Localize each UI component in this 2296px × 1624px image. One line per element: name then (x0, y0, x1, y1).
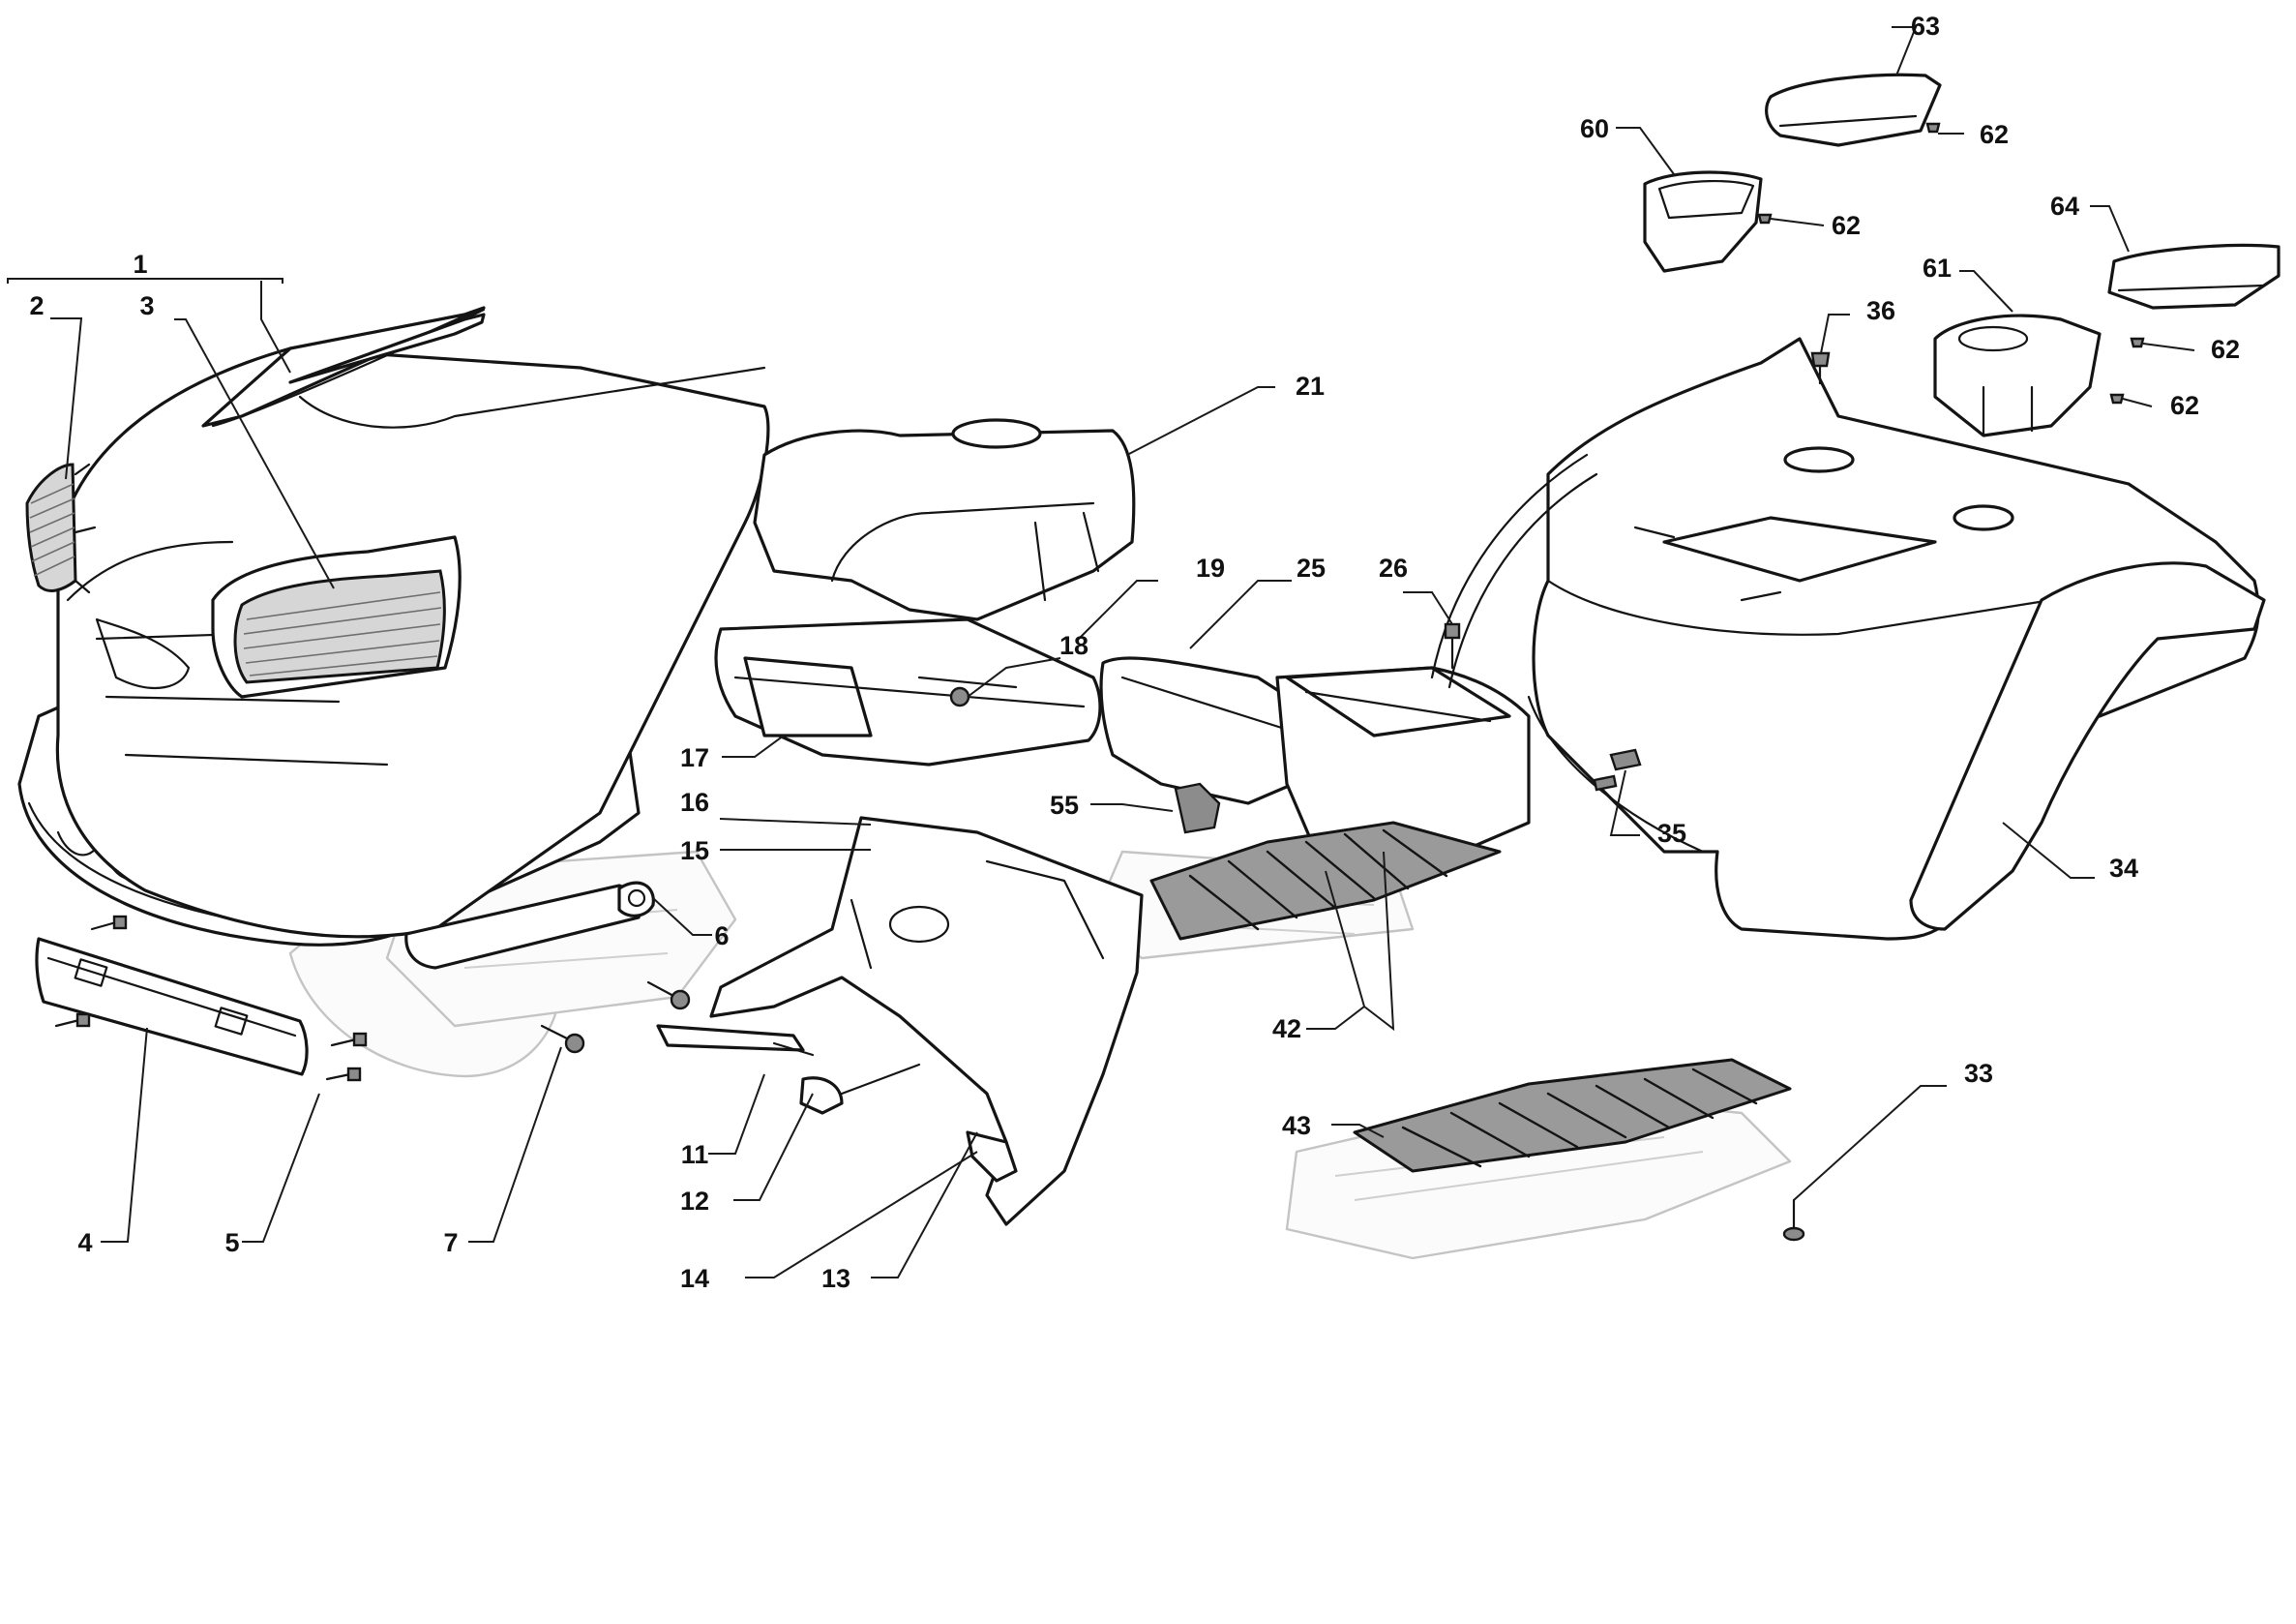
screws-62 (1757, 122, 2145, 405)
callout-21: 21 (1296, 372, 1325, 401)
floor-mat-rear (1353, 1058, 1792, 1173)
callout-62-right-upper: 62 (2211, 335, 2240, 364)
callout-42: 42 (1272, 1014, 1301, 1043)
callout-36: 36 (1866, 296, 1895, 325)
callout-17: 17 (680, 743, 709, 772)
rear-body-shell (1430, 337, 2266, 941)
callout-16: 16 (680, 788, 709, 817)
headlight-lens (233, 569, 446, 684)
front-grille (25, 463, 97, 594)
callout-6: 6 (714, 921, 729, 950)
callout-2: 2 (29, 291, 44, 320)
seat-support-pan (1099, 656, 1531, 883)
callout-60: 60 (1580, 114, 1609, 143)
front-bumper-plate (35, 937, 309, 1076)
leader-lines (7, 26, 2195, 1278)
storage-lid-64 (2107, 243, 2281, 310)
callout-18: 18 (1059, 631, 1088, 660)
callout-19: 19 (1196, 554, 1225, 583)
callout-34: 34 (2109, 854, 2138, 883)
pedal-bracket (966, 1130, 1018, 1183)
battery-tray (1662, 516, 1937, 583)
callout-15: 15 (680, 836, 709, 865)
callout-4: 4 (77, 1228, 92, 1257)
callout-35: 35 (1657, 819, 1686, 848)
callout-12: 12 (680, 1187, 709, 1216)
callout-63: 63 (1911, 12, 1940, 41)
rear-fender-right (1909, 561, 2266, 931)
screw-36 (1810, 351, 1831, 385)
cup-holder-60 (1643, 170, 1763, 273)
callout-13: 13 (821, 1264, 850, 1293)
hood-pivot-bracket (404, 881, 655, 970)
front-floor-panel (709, 816, 1144, 1226)
callout-3: 3 (139, 291, 154, 320)
callout-26: 26 (1379, 554, 1408, 583)
callout-62-top: 62 (1980, 120, 2009, 149)
spacer-block (1174, 782, 1221, 834)
dash-frame (714, 617, 1102, 767)
callout-labels: 1 2 3 4 5 6 7 11 12 13 14 15 16 17 18 19… (29, 12, 2240, 1293)
floor-mat-front (1149, 821, 1502, 941)
cup-holder-61 (1933, 314, 2102, 437)
screw-33 (1782, 1198, 1805, 1242)
control-rod (656, 1024, 815, 1057)
body-clip (1593, 748, 1642, 792)
callout-55: 55 (1050, 791, 1079, 820)
storage-lid-63 (1765, 73, 1942, 147)
callout-7: 7 (443, 1228, 458, 1257)
callout-1: 1 (133, 250, 147, 279)
callout-25: 25 (1297, 554, 1326, 583)
screw-set-front (54, 915, 691, 1082)
callout-61: 61 (1923, 254, 1952, 283)
callout-43: 43 (1282, 1111, 1311, 1140)
callout-14: 14 (680, 1264, 709, 1293)
rod-clip (799, 1063, 921, 1115)
callout-64: 64 (2050, 192, 2079, 221)
callout-5: 5 (224, 1228, 239, 1257)
callout-11: 11 (681, 1140, 709, 1169)
hood-top-strip (288, 313, 486, 384)
callout-62-right-lower: 62 (2170, 391, 2199, 420)
dash-cover (753, 418, 1136, 621)
callout-62-mid: 62 (1832, 211, 1861, 240)
callout-33: 33 (1964, 1059, 1993, 1088)
